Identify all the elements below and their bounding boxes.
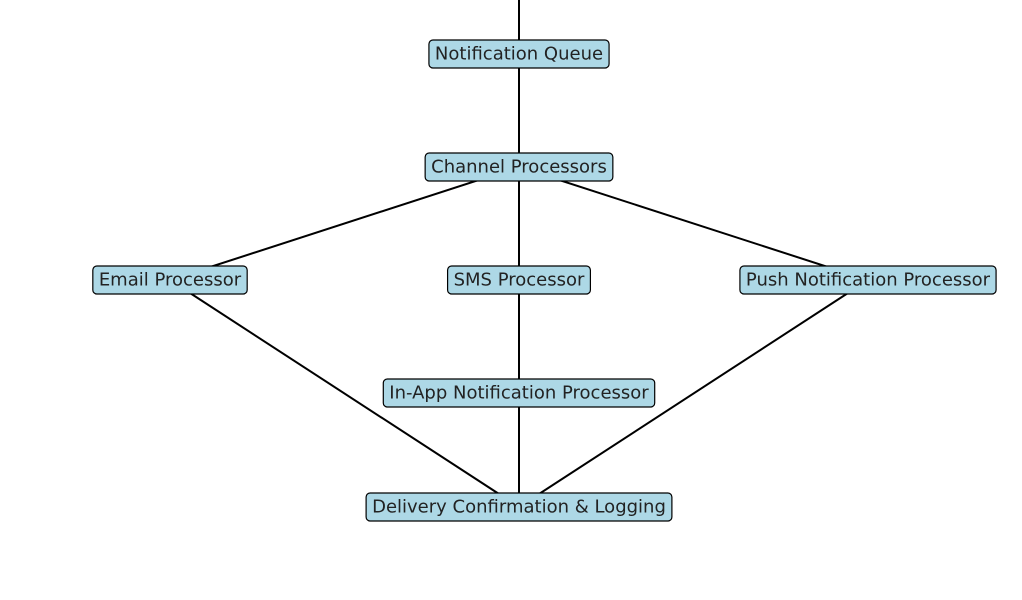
node-label: Notification Queue (435, 44, 603, 65)
node-box (428, 39, 610, 69)
node-notification-queue[interactable]: Notification Queue (428, 39, 610, 69)
node-sms-processor[interactable]: SMS Processor (446, 265, 592, 295)
node-email-processor[interactable]: Email Processor (92, 265, 248, 295)
node-label: Push Notification Processor (746, 270, 991, 291)
node-channel-processors[interactable]: Channel Processors (424, 152, 614, 182)
node-in-app-notification-processor[interactable]: In-App Notification Processor (382, 378, 656, 408)
node-box (92, 265, 248, 295)
edge-email-to-delivery (169, 279, 521, 508)
node-box (446, 265, 592, 295)
node-box (382, 378, 656, 408)
edge-channel-to-email (168, 166, 520, 283)
node-push-notification-processor[interactable]: Push Notification Processor (739, 265, 997, 295)
nodes: Notification Queue Channel Processors Em… (92, 39, 997, 522)
node-label: Delivery Confirmation & Logging (372, 497, 666, 518)
node-box (739, 265, 997, 295)
edge-push-to-delivery (517, 279, 869, 508)
node-box (365, 492, 673, 522)
node-box (424, 152, 614, 182)
node-label: In-App Notification Processor (389, 383, 649, 404)
node-label: Channel Processors (431, 157, 607, 178)
node-label: SMS Processor (454, 270, 585, 291)
node-delivery-confirmation-logging[interactable]: Delivery Confirmation & Logging (365, 492, 673, 522)
node-label: Email Processor (99, 270, 242, 291)
edges (168, 0, 870, 509)
edge-channel-to-push (518, 166, 870, 283)
